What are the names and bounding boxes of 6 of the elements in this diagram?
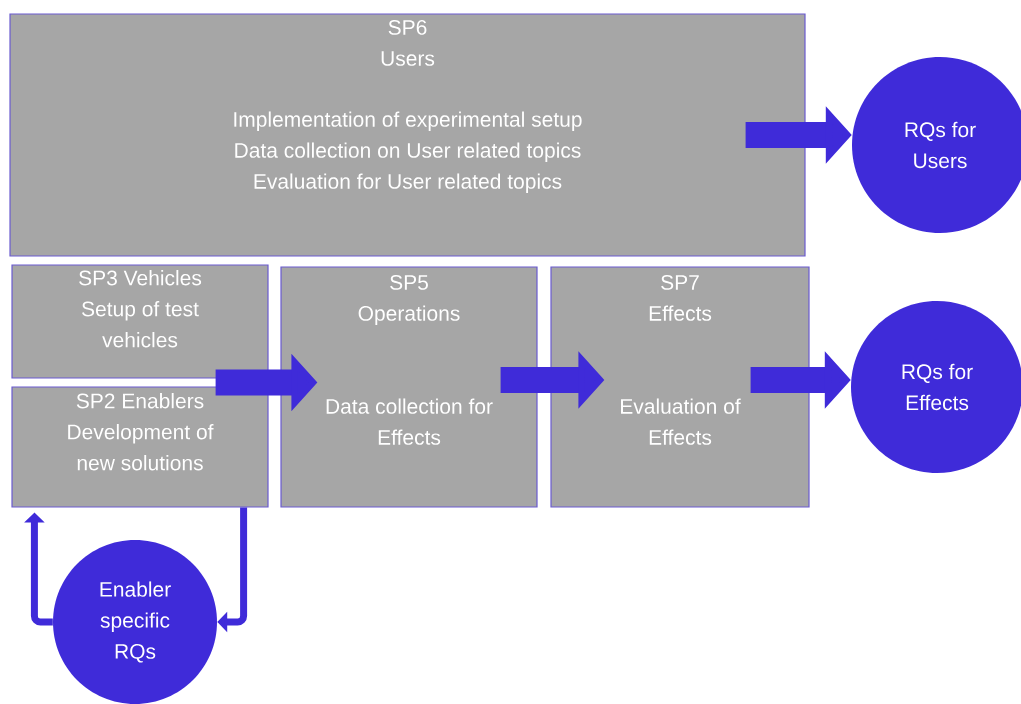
arrow (217, 507, 248, 633)
process-box: SP5 Operations Data collection for Effects (280, 266, 538, 508)
process-box: SP3 Vehicles Setup of test vehicles (11, 264, 269, 379)
process-box: SP6 Users Implementation of experimental setup Data collection on User related topics Evaluation for User related topics (9, 13, 806, 257)
process-box: SP2 Enablers Development of new solutions (11, 386, 269, 508)
process-box: SP7 Effects Evaluation of Effects (550, 266, 810, 508)
